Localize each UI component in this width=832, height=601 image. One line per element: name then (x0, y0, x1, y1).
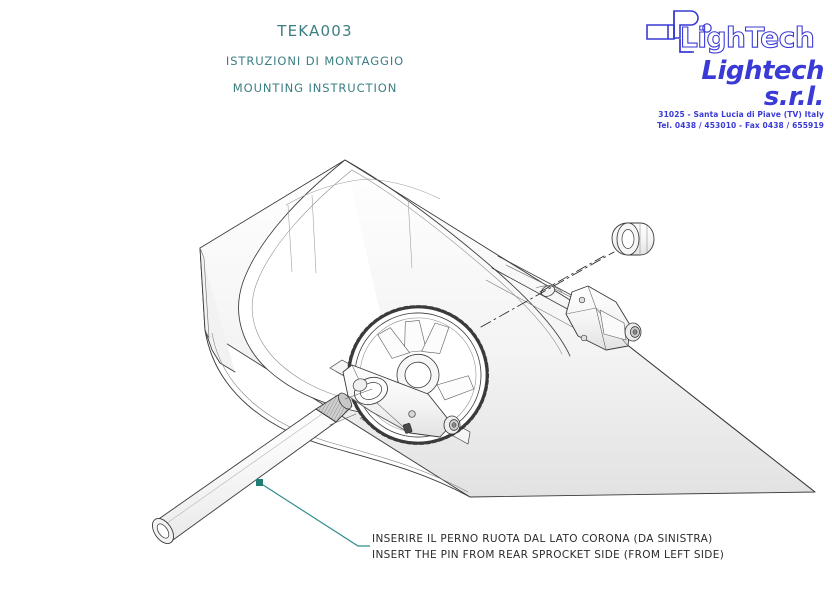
instruction-title-italian: ISTRUZIONI DI MONTAGGIO (225, 54, 405, 68)
document-code: TEKA003 (277, 22, 353, 40)
company-logo-block: LighTech Lightech s.r.l. 31025 - Santa L… (636, 8, 826, 132)
caption-leader-line (256, 479, 370, 547)
company-contact: Tel. 0438 / 453010 - Fax 0438 / 655919 (657, 120, 824, 130)
lightech-wordmark: LighTech (680, 20, 815, 54)
caption-english: INSERT THE PIN FROM REAR SPROCKET SIDE (… (372, 549, 725, 562)
axle-nut-cap (611, 222, 655, 256)
right-chain-adjuster (535, 285, 642, 351)
lightech-monogram-icon (646, 10, 699, 53)
instruction-title-english: MOUNTING INSTRUCTION (232, 81, 398, 95)
svg-text:LighTech: LighTech (680, 21, 814, 54)
title-block: TEKA003 ISTRUZIONI DI MONTAGGIO MOUNTING… (150, 22, 480, 108)
insertion-path-line (329, 388, 373, 426)
logo-graphic-row: LighTech (636, 8, 826, 60)
company-name: Lightech s.r.l. (701, 56, 824, 112)
company-address: 31025 - Santa Lucia di Piave (TV) Italy (658, 110, 824, 119)
assembly-axis-lines (480, 251, 615, 328)
wheel-axle-pin (152, 392, 353, 544)
caption-block: INSERIRE IL PERNO RUOTA DAL LATO CORONA … (372, 531, 724, 564)
caption-italian: INSERIRE IL PERNO RUOTA DAL LATO CORONA … (372, 533, 713, 545)
left-chain-adjuster (342, 364, 461, 438)
